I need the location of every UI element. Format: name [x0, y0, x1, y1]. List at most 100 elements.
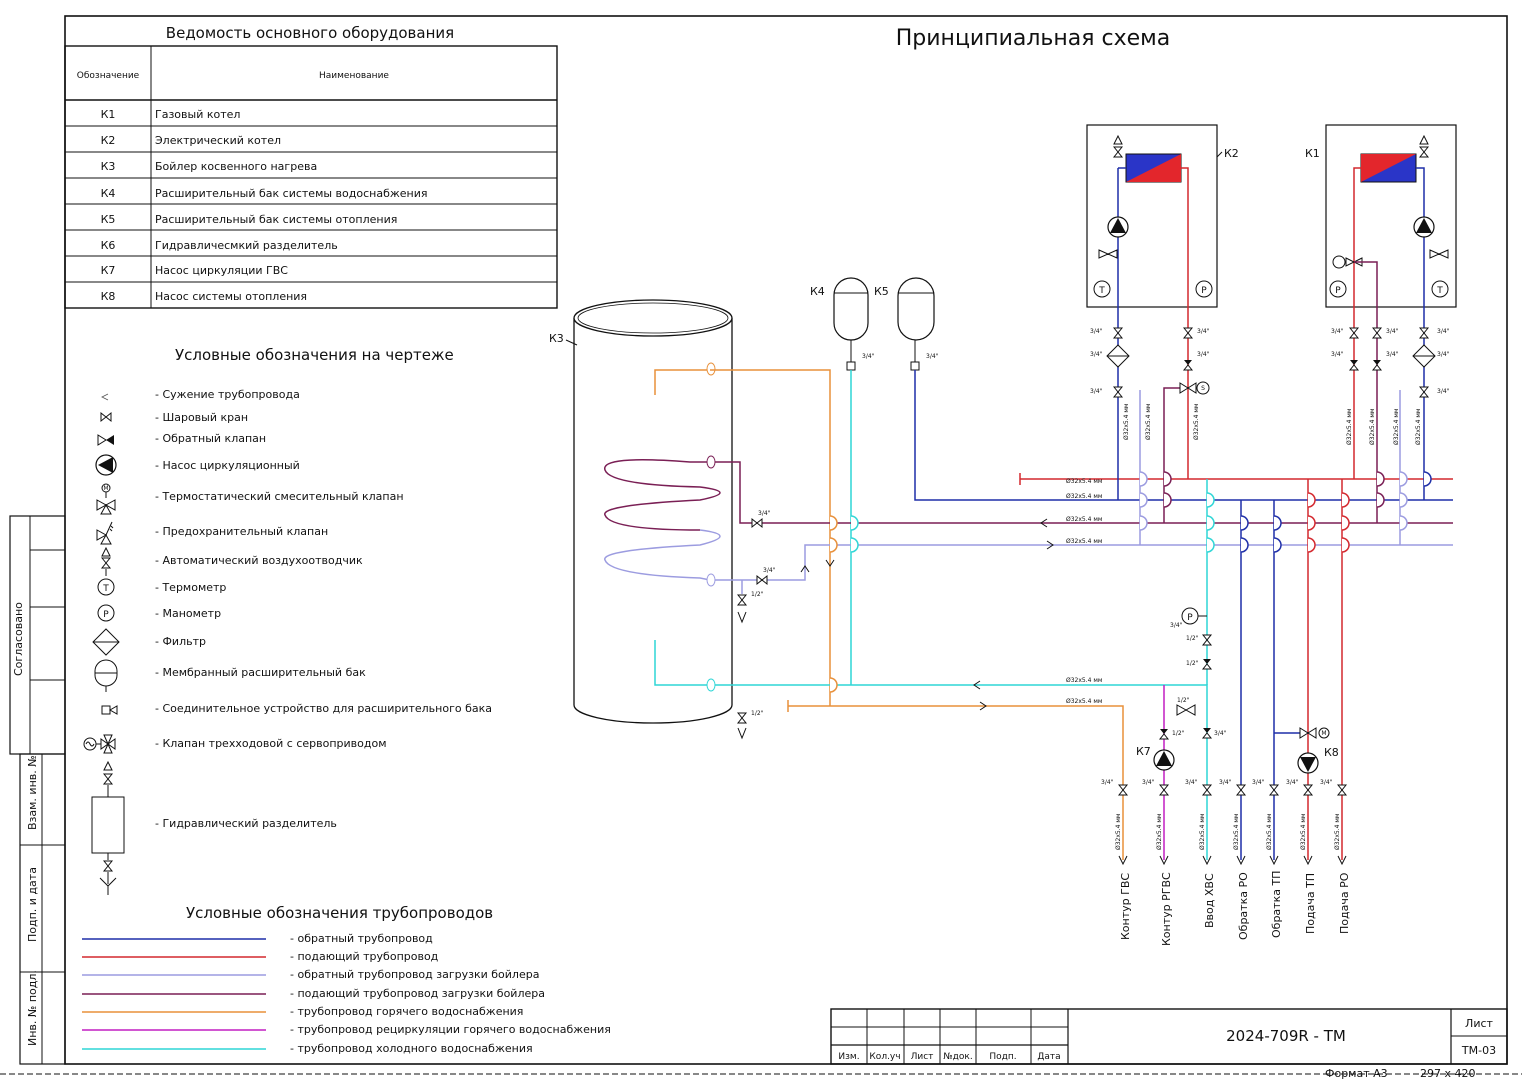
format-label: Формат А3: [1325, 1067, 1388, 1080]
col-code-header: Обозначение: [77, 71, 140, 81]
pipe-narrowing-icon: [101, 393, 109, 401]
svg-text:Ø32x5.4 мм: Ø32x5.4 мм: [1199, 814, 1206, 850]
ball-valve-icon: [100, 412, 112, 422]
stamp-sign-date: Подп. и дата: [26, 867, 39, 942]
outlet-floor-return: Обратка ТП: [1270, 871, 1283, 938]
tb-col-change: Изм.: [838, 1052, 859, 1062]
tank-connector-icon: [101, 705, 118, 715]
label-k7: К7: [1136, 745, 1151, 758]
svg-text:3/4": 3/4": [1197, 351, 1210, 358]
svg-text:3/4": 3/4": [758, 510, 771, 517]
svg-text:1/2": 1/2": [751, 710, 764, 717]
svg-text:P: P: [1201, 286, 1207, 296]
expansion-tank-icon: [94, 659, 118, 692]
legend-label: - Соединительное устройство для расширит…: [155, 702, 492, 715]
svg-text:3/4": 3/4": [1197, 328, 1210, 335]
size-labels: Ø32x5.4 мм Ø32x5.4 мм Ø32x5.4 мм Ø32x5.4…: [751, 328, 1450, 850]
equipment-table-title: Ведомость основного оборудования: [166, 24, 454, 42]
svg-text:3/4": 3/4": [1142, 779, 1155, 786]
svg-text:Ø32x5.4 мм: Ø32x5.4 мм: [1115, 814, 1122, 850]
check-valve-icon: [97, 434, 114, 446]
tb-col-date: Дата: [1037, 1052, 1060, 1062]
legend-label: - подающий трубопровод загрузки бойлера: [290, 987, 545, 1000]
tb-col-sign: Подп.: [989, 1052, 1016, 1062]
legend-label: - Насос циркуляционный: [155, 459, 300, 472]
svg-text:P: P: [1187, 613, 1193, 623]
svg-text:Ø32x5.4 мм: Ø32x5.4 мм: [1156, 814, 1163, 850]
svg-text:1/2": 1/2": [1186, 660, 1199, 667]
svg-text:3/4": 3/4": [1252, 779, 1265, 786]
thermometer-icon: T: [97, 578, 115, 596]
eq-name-k1: Газовый котел: [155, 108, 240, 121]
schematic: К3 К4 3/4" К5: [549, 124, 1457, 946]
svg-text:3/4": 3/4": [1437, 351, 1450, 358]
outlet-radiator-supply: Подача РО: [1338, 872, 1351, 934]
legend-label: - Предохранительный клапан: [155, 525, 328, 538]
svg-text:3/4": 3/4": [1386, 328, 1399, 335]
svg-text:Ø32x5.4 мм: Ø32x5.4 мм: [1266, 814, 1273, 850]
pipes-legend-title: Условные обозначения трубопроводов: [186, 904, 493, 922]
filter-icon: [92, 628, 120, 656]
svg-text:Ø32x5.4 мм: Ø32x5.4 мм: [1123, 404, 1130, 440]
legend-label: - Шаровый кран: [155, 411, 248, 424]
thermostatic-mixing-valve-icon: M: [96, 483, 116, 515]
legend-label: - Манометр: [155, 607, 221, 620]
legend-label: - Гидравлический разделитель: [155, 817, 337, 830]
svg-text:3/4": 3/4": [1331, 328, 1344, 335]
eq-code-k5: К5: [101, 213, 116, 226]
eq-name-k8: Насос системы отопления: [155, 290, 307, 303]
stamp-orig-inv: Инв. № подл.: [26, 970, 39, 1046]
svg-text:3/4": 3/4": [1437, 388, 1450, 395]
svg-text:Ø32x5.4 мм: Ø32x5.4 мм: [1415, 409, 1422, 445]
legend-label: - обратный трубопровод загрузки бойлера: [290, 968, 539, 981]
label-k2: К2: [1224, 147, 1239, 160]
eq-code-k1: К1: [101, 108, 116, 121]
svg-text:Ø32x5.4 мм: Ø32x5.4 мм: [1066, 538, 1102, 545]
eq-name-k2: Электрический котел: [155, 134, 281, 147]
svg-text:3/4": 3/4": [1320, 779, 1333, 786]
label-k4: К4: [810, 285, 825, 298]
svg-text:T: T: [1436, 286, 1443, 296]
svg-text:Ø32x5.4 мм: Ø32x5.4 мм: [1066, 478, 1102, 485]
doc-code: 2024-709R - ТМ: [1226, 1027, 1346, 1045]
svg-text:Ø32x5.4 мм: Ø32x5.4 мм: [1334, 814, 1341, 850]
svg-text:P: P: [1335, 286, 1341, 296]
outlet-cold-inlet: Ввод ХВС: [1203, 873, 1216, 928]
label-k5: К5: [874, 285, 889, 298]
svg-text:3/4": 3/4": [1170, 622, 1183, 629]
stamp-agreed: Согласовано: [12, 602, 25, 676]
svg-text:3/4": 3/4": [1090, 328, 1103, 335]
eq-code-k4: К4: [101, 187, 116, 200]
eq-name-k3: Бойлер косвенного нагрева: [155, 160, 317, 173]
title-block: Изм. Кол.уч Лист №док. Подп. Дата 2024-7…: [830, 1008, 1508, 1080]
svg-text:3/4": 3/4": [1219, 779, 1232, 786]
svg-text:Ø32x5.4 мм: Ø32x5.4 мм: [1066, 493, 1102, 500]
label-k1: К1: [1305, 147, 1320, 160]
svg-text:3/4": 3/4": [1090, 388, 1103, 395]
pipes-legend: Условные обозначения трубопроводов - обр…: [82, 904, 611, 1055]
label-k3: К3: [549, 332, 564, 345]
legend-label: - Автоматический воздухоотводчик: [155, 554, 363, 567]
size-label: 3/4": [926, 353, 939, 360]
heating-pump-k8: M К8: [1297, 727, 1339, 774]
eq-code-k6: К6: [101, 239, 116, 252]
legend-label: - Термостатический смесительный клапан: [155, 490, 404, 503]
eq-name-k7: Насос циркуляции ГВС: [155, 264, 288, 277]
sheet-label: Лист: [1465, 1017, 1493, 1030]
outlet-recirc: Контур РГВС: [1160, 872, 1173, 946]
svg-text:M: M: [103, 485, 108, 492]
expansion-tank-k5: К5 3/4": [874, 277, 939, 371]
size-label: 3/4": [862, 353, 875, 360]
indirect-boiler-k3: К3: [549, 299, 733, 724]
svg-text:P: P: [103, 610, 109, 620]
svg-text:1/2": 1/2": [1177, 697, 1190, 704]
outlet-radiator-return: Обратка РО: [1237, 872, 1250, 940]
symbols-legend: Условные обозначения на чертеже - Сужени…: [83, 346, 492, 895]
diagram-title: Принципиальная схема: [896, 26, 1170, 51]
svg-text:3/4": 3/4": [1386, 351, 1399, 358]
svg-text:Ø32x5.4 мм: Ø32x5.4 мм: [1393, 409, 1400, 445]
eq-code-k8: К8: [101, 290, 116, 303]
outlet-labels: Контур ГВС Контур РГВС Ввод ХВС Обратка …: [1119, 871, 1351, 946]
svg-text:Ø32x5.4 мм: Ø32x5.4 мм: [1346, 409, 1353, 445]
